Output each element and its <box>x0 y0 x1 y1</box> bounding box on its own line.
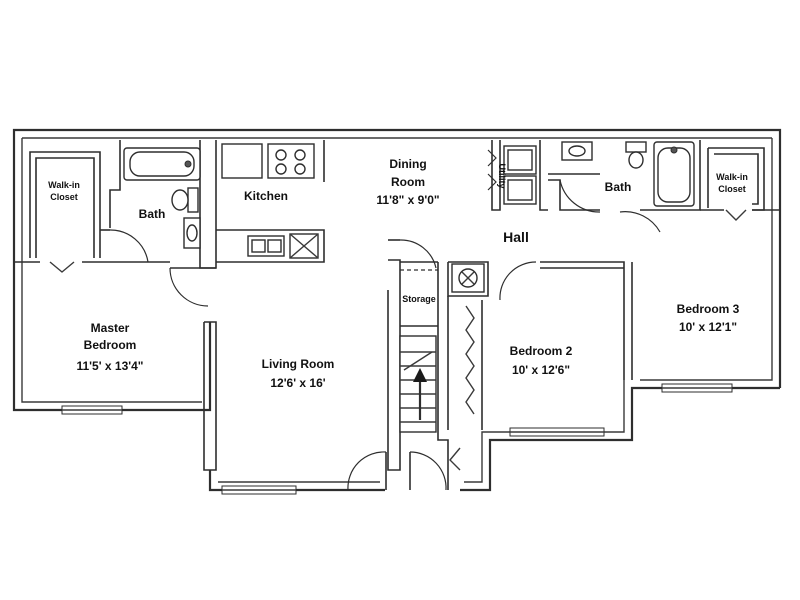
bedroom2-label: Bedroom 2 <box>510 344 573 358</box>
refrigerator <box>221 143 263 179</box>
living-label: Living Room <box>262 357 335 371</box>
toilet-right <box>625 141 647 153</box>
living-dims: 12'6' x 16' <box>270 376 325 390</box>
door-hall-storage <box>399 239 437 269</box>
door-entry-closet <box>449 447 461 471</box>
door-front-right <box>409 451 447 491</box>
stairs-arrow-head <box>413 368 427 382</box>
interior-walls <box>14 140 780 490</box>
dining-label-1: Dining <box>389 157 426 171</box>
door-hall <box>499 261 537 301</box>
walkin-closet-right-label-2: Closet <box>718 184 746 194</box>
utility-label: Utility <box>497 163 507 188</box>
dining-label-2: Room <box>391 175 425 189</box>
bath-right-label: Bath <box>605 180 632 194</box>
storage-label: Storage <box>402 294 436 304</box>
stove <box>267 143 315 179</box>
walkin-closet-right-label-1: Walk-in <box>716 172 748 182</box>
door-utility <box>487 149 497 191</box>
hall-label: Hall <box>503 229 529 245</box>
door-closet-right <box>725 209 747 221</box>
master-dims: 11'5' x 13'4" <box>77 359 144 373</box>
walkin-closet-left-label-1: Walk-in <box>48 180 80 190</box>
exterior-walls <box>12 128 782 492</box>
bedroom2-dims: 10' x 12'6" <box>512 363 570 377</box>
door-master-bath <box>109 229 149 263</box>
master-label-2: Bedroom <box>84 338 137 352</box>
door-bedroom3 <box>619 211 661 233</box>
bedroom3-label: Bedroom 3 <box>677 302 740 316</box>
kitchen-label: Kitchen <box>244 189 288 203</box>
door-master-bedroom <box>169 267 209 307</box>
master-label-1: Master <box>91 321 130 335</box>
bath-left-label: Bath <box>139 207 166 221</box>
stairs <box>399 335 437 433</box>
toilet-left <box>187 187 199 213</box>
bedroom3-dims: 10' x 12'1" <box>679 320 737 334</box>
fixtures <box>123 141 695 433</box>
doors <box>49 149 747 491</box>
windows <box>61 383 733 495</box>
door-front-left <box>347 451 387 491</box>
dining-dims: 11'8" x 9'0" <box>376 193 439 207</box>
walkin-closet-left-label-2: Closet <box>50 192 78 202</box>
door-closet-left <box>49 261 75 273</box>
closet-bifold-doors <box>465 305 475 415</box>
door-right-bath <box>559 179 601 213</box>
room-labels: Walk-in Closet Bath Kitchen Dining Room … <box>48 157 748 390</box>
